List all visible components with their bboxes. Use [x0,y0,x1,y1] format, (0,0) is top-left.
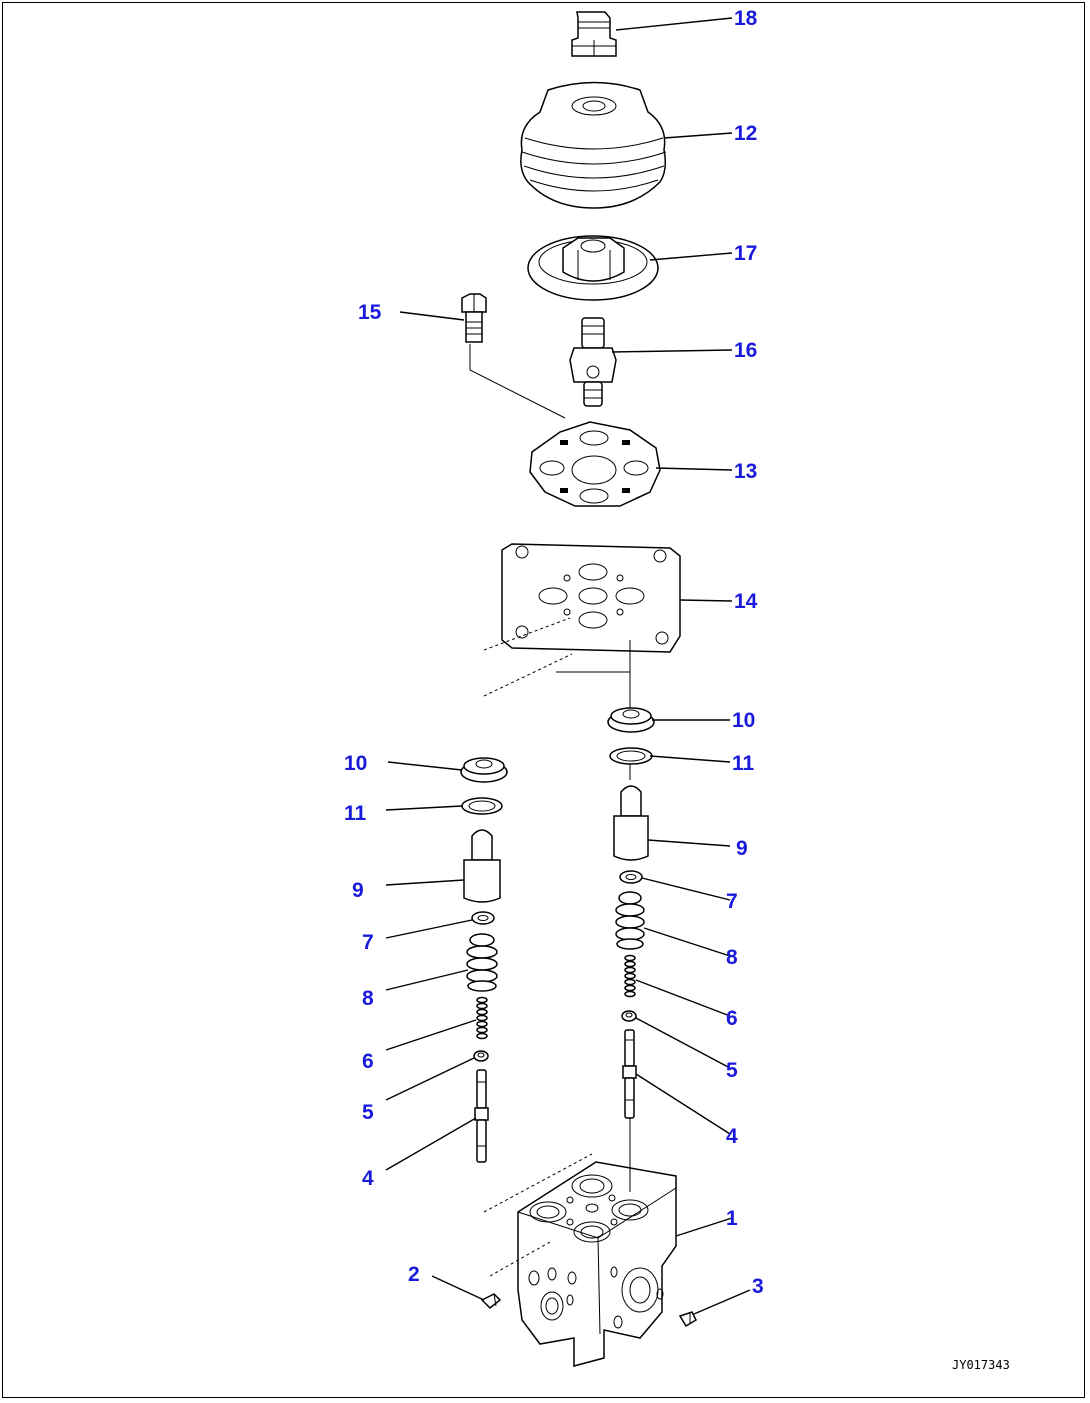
part-8-left-spring [466,933,498,992]
part-2-plug [480,1293,502,1310]
part-5-right-seat [621,1010,637,1022]
callout-18: 18 [734,7,758,30]
part-18-nut [571,11,617,57]
callout-1: 1 [726,1207,738,1230]
callout-4-left: 4 [362,1167,374,1190]
part-3-plug [678,1311,697,1328]
leader-lines [385,17,751,1315]
part-10-right-seal [607,707,655,733]
callout-4-right: 4 [726,1125,738,1148]
drawing-id-label: JY017343 [952,1358,1010,1372]
part-15-bolt [461,293,487,343]
part-12-boot [520,81,667,209]
assembly-lines [469,344,631,1277]
callouts: 18 12 17 15 16 13 14 10 11 9 7 8 6 5 4 1… [344,7,764,1298]
part-16-joint [569,317,617,407]
callout-14: 14 [734,590,758,613]
part-4-right-spool [622,1029,637,1119]
part-5-left-seat [473,1050,489,1062]
part-9-left-piston [463,829,501,903]
part-11-left-ring [461,797,503,815]
callout-6-right: 6 [726,1007,738,1030]
callout-5-left: 5 [362,1101,374,1124]
callout-15: 15 [358,301,382,324]
part-14-plate [501,543,681,653]
callout-6-left: 6 [362,1050,374,1073]
part-13-retainer [529,421,661,507]
part-7-right-washer [619,870,643,884]
callout-12: 12 [734,122,757,145]
part-7-left-washer [471,911,495,925]
callout-11-right: 11 [732,752,755,775]
part-10-left-seal [460,757,508,783]
part-8-right-spring [615,891,645,950]
callout-11-left: 11 [344,802,367,825]
callout-8-right: 8 [726,946,738,969]
callout-5-right: 5 [726,1059,738,1082]
callout-17: 17 [734,242,757,265]
part-17-plate [527,235,659,301]
callout-9-left: 9 [352,879,364,902]
callout-7-right: 7 [726,890,738,913]
part-11-right-ring [609,747,653,765]
callout-7-left: 7 [362,931,374,954]
callout-10-right: 10 [732,709,755,732]
callout-3: 3 [752,1275,764,1298]
callout-10-left: 10 [344,752,367,775]
part-6-left-spring [476,996,488,1040]
part-4-left-spool [474,1069,489,1163]
part-6-right-spring [624,954,636,998]
callout-16: 16 [734,339,757,362]
callout-8-left: 8 [362,987,374,1010]
callout-13: 13 [734,460,757,483]
part-1-valve-body [517,1161,677,1367]
callout-9-right: 9 [736,837,748,860]
callout-2: 2 [408,1263,420,1286]
part-9-right-piston [613,785,649,861]
